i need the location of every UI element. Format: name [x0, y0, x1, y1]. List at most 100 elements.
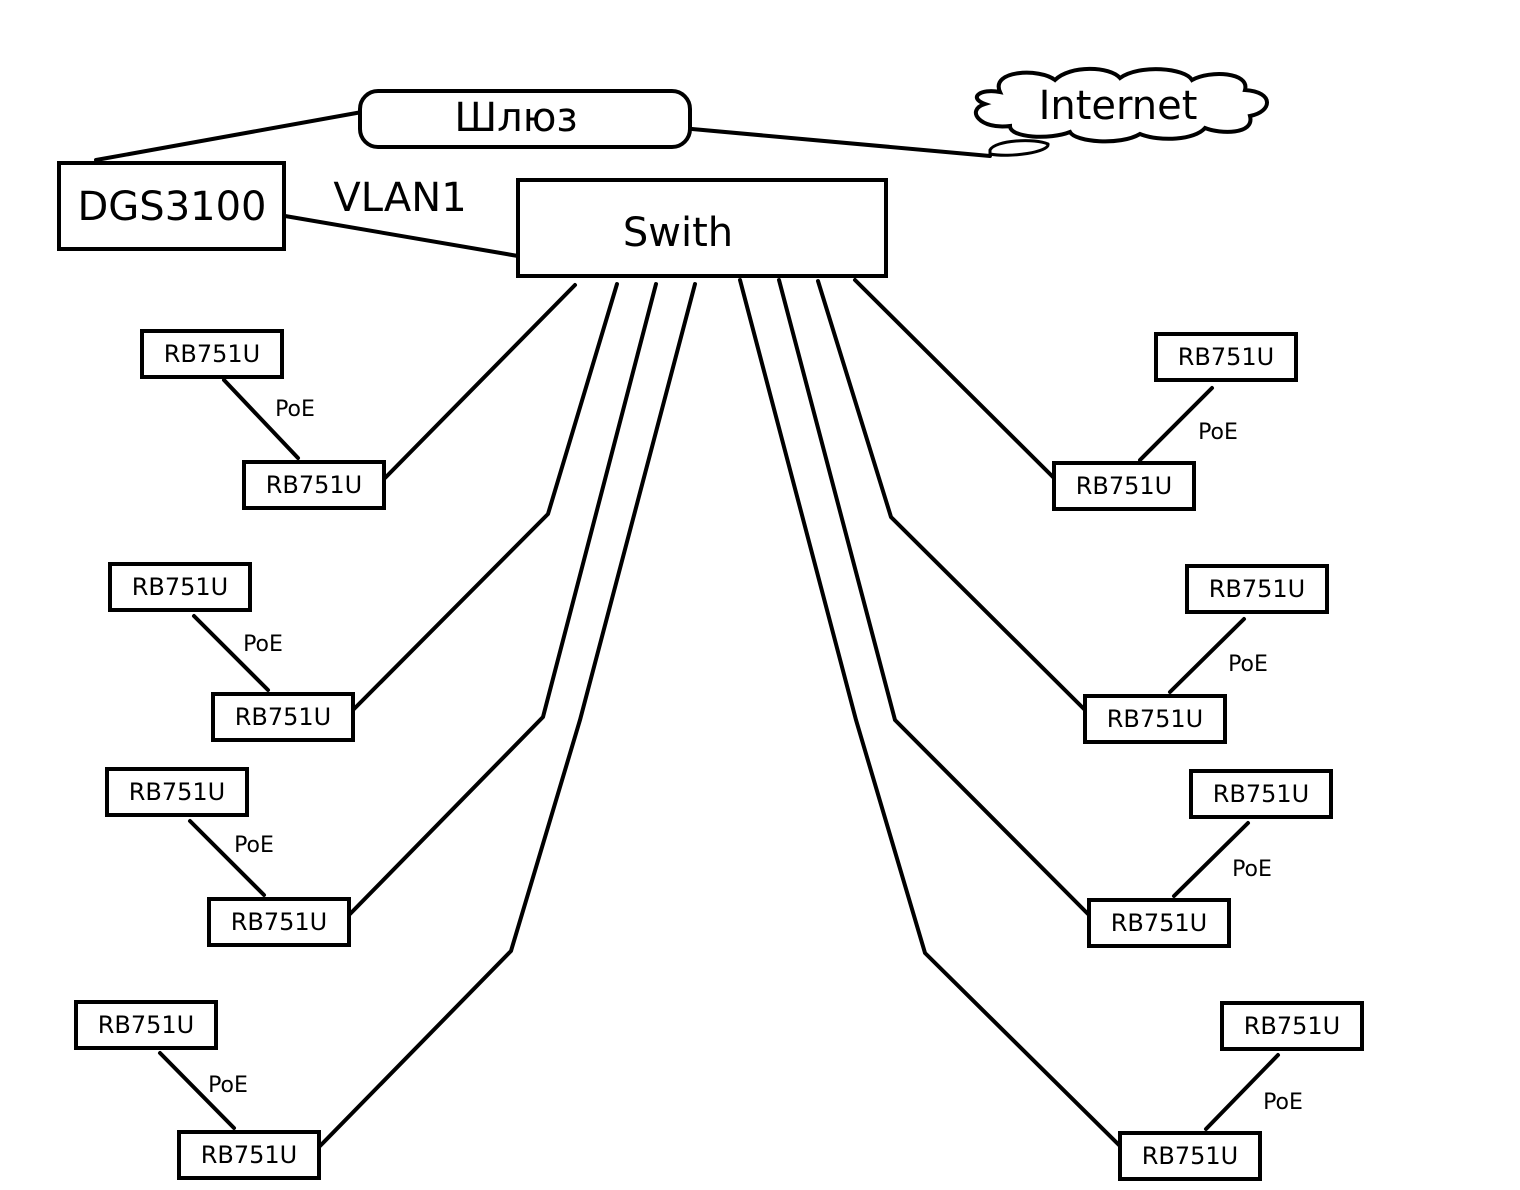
poe-link	[158, 1051, 236, 1130]
rb751u-device-lower: RB751U	[242, 460, 386, 510]
device-box	[1220, 1001, 1364, 1051]
uplink-right-1	[853, 278, 1056, 480]
device-pair-left: PoE RB751U RB751U	[140, 329, 386, 510]
switch-uplinks	[318, 278, 1122, 1148]
poe-label: PoE	[208, 1073, 248, 1098]
device-box	[211, 692, 355, 742]
poe-label: PoE	[1228, 652, 1268, 677]
link-dgs3100-gateway	[94, 110, 364, 162]
rb751u-device-upper: RB751U	[1189, 769, 1333, 819]
switch-shape	[516, 178, 888, 278]
poe-label: PoE	[275, 397, 315, 422]
device-label: RB751U	[1209, 575, 1306, 603]
device-box	[1083, 694, 1227, 744]
device-label: RB751U	[231, 908, 328, 936]
rb751u-device-upper: RB751U	[108, 562, 252, 612]
device-pair-left: PoE RB751U RB751U	[74, 1000, 321, 1180]
device-pair-left: PoE RB751U RB751U	[105, 767, 351, 947]
device-box	[177, 1130, 321, 1180]
uplink-right-2	[816, 279, 1087, 712]
poe-link	[1204, 1053, 1280, 1131]
rb751u-device-lower: RB751U	[207, 897, 351, 947]
device-box	[1118, 1131, 1262, 1181]
rb751u-device-upper: RB751U	[1220, 1001, 1364, 1051]
poe-label: PoE	[1232, 857, 1272, 882]
dgs3100-label: DGS3100	[78, 184, 267, 230]
device-label: RB751U	[129, 778, 226, 806]
device-label: RB751U	[132, 573, 229, 601]
device-label: RB751U	[235, 703, 332, 731]
poe-link	[192, 614, 270, 692]
rb751u-device-upper: RB751U	[74, 1000, 218, 1050]
device-pair-right: PoE RB751U RB751U	[1118, 1001, 1364, 1181]
link-gateway-internet	[690, 127, 992, 158]
poe-label: PoE	[1198, 420, 1238, 445]
uplink-left-2	[351, 282, 619, 712]
device-label: RB751U	[1107, 705, 1204, 733]
gateway-label: Шлюз	[454, 95, 577, 141]
poe-label: PoE	[234, 833, 274, 858]
device-label: RB751U	[1178, 343, 1275, 371]
rb751u-device-upper: RB751U	[140, 329, 284, 379]
cloud-tail-icon	[988, 139, 1050, 157]
dgs3100-shape	[57, 161, 286, 251]
device-label: RB751U	[1076, 472, 1173, 500]
device-label: RB751U	[98, 1011, 195, 1039]
device-box	[108, 562, 252, 612]
link-dgs3100-switch	[283, 214, 520, 258]
device-box	[105, 767, 249, 817]
vlan-label: VLAN1	[333, 175, 466, 221]
device-label: RB751U	[1244, 1012, 1341, 1040]
device-box	[207, 897, 351, 947]
rb751u-device-upper: RB751U	[105, 767, 249, 817]
device-label: RB751U	[1111, 909, 1208, 937]
cloud-icon	[973, 66, 1269, 144]
device-label: RB751U	[1213, 780, 1310, 808]
device-box	[1185, 564, 1329, 614]
rb751u-device-lower: RB751U	[1083, 694, 1227, 744]
rb751u-device-lower: RB751U	[1087, 898, 1231, 948]
device-box	[74, 1000, 218, 1050]
poe-link	[1168, 617, 1246, 694]
device-pair-left: PoE RB751U RB751U	[108, 562, 355, 742]
uplink-left-3	[348, 282, 658, 916]
poe-label: PoE	[243, 632, 283, 657]
device-label: RB751U	[164, 340, 261, 368]
rb751u-device-upper: RB751U	[1154, 332, 1298, 382]
poe-link	[188, 819, 266, 897]
rb751u-device-lower: RB751U	[177, 1130, 321, 1180]
device-pair-right: PoE RB751U RB751U	[1087, 769, 1333, 948]
poe-label: PoE	[1263, 1090, 1303, 1115]
poe-link	[1172, 821, 1250, 898]
rb751u-device-lower: RB751U	[1118, 1131, 1262, 1181]
rb751u-device-lower: RB751U	[1052, 461, 1196, 511]
device-label: RB751U	[1142, 1142, 1239, 1170]
switch-label: Swith	[623, 210, 733, 256]
uplink-right-4	[738, 278, 1122, 1148]
gateway-shape	[358, 89, 692, 149]
device-box	[1052, 461, 1196, 511]
device-box	[1154, 332, 1298, 382]
device-label: RB751U	[266, 471, 363, 499]
rb751u-device-upper: RB751U	[1185, 564, 1329, 614]
uplink-left-1	[383, 283, 577, 480]
uplink-left-4	[318, 282, 697, 1148]
device-label: RB751U	[201, 1141, 298, 1169]
device-box	[1189, 769, 1333, 819]
rb751u-device-lower: RB751U	[211, 692, 355, 742]
device-pair-right: PoE RB751U RB751U	[1083, 564, 1329, 744]
dgs3100-node: DGS3100	[57, 161, 286, 251]
device-pair-right: PoE RB751U RB751U	[1052, 332, 1298, 511]
poe-link	[222, 378, 300, 460]
device-pairs: PoE RB751U RB751U PoE RB751U RB751U PoE RB751U R…	[74, 329, 1364, 1181]
gateway-node: Шлюз	[358, 89, 692, 149]
internet-label: Internet	[1039, 83, 1198, 129]
device-box	[140, 329, 284, 379]
internet-node: Internet	[973, 66, 1269, 157]
poe-link	[1138, 386, 1214, 462]
device-box	[242, 460, 386, 510]
uplink-right-3	[777, 278, 1090, 916]
switch-node: Swith	[516, 178, 888, 278]
device-box	[1087, 898, 1231, 948]
